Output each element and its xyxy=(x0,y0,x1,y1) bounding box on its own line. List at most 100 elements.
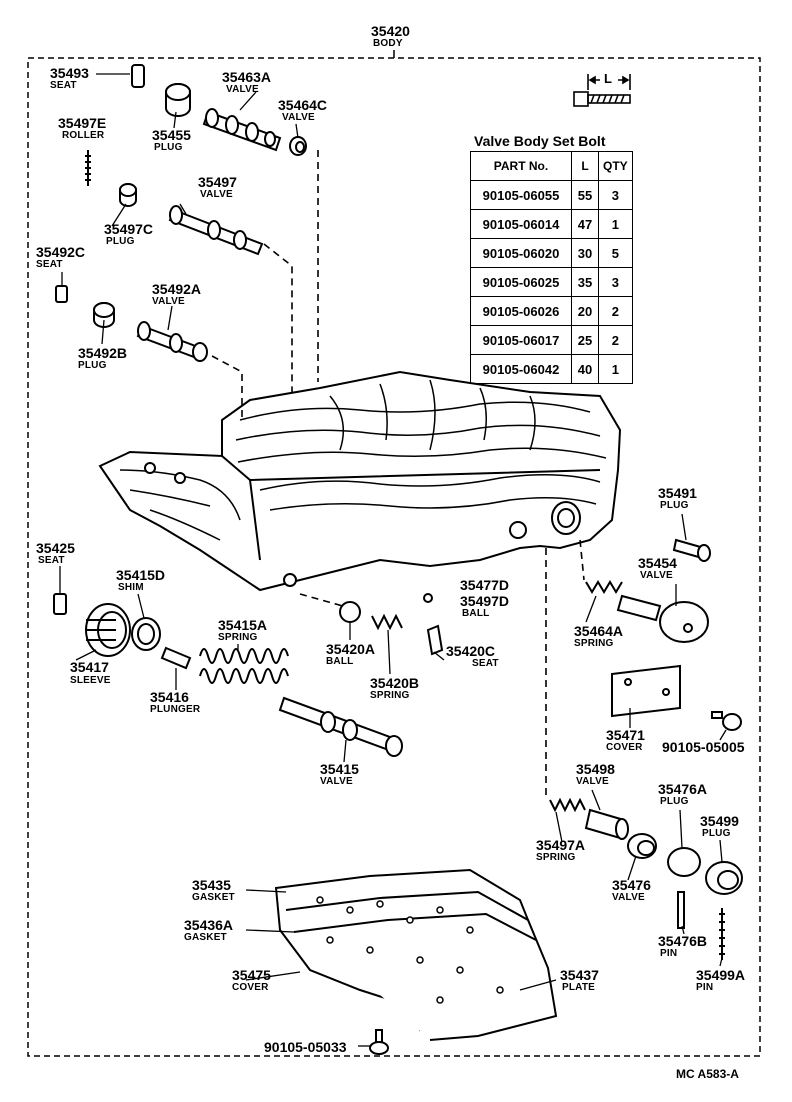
cell-part-no: 90105-06014 xyxy=(470,209,572,239)
label-35471: 35471 xyxy=(606,727,645,743)
label-35420B-name: SPRING xyxy=(370,690,410,701)
cell-part-no: 90105-06025 xyxy=(470,267,572,297)
cell-l: 47 xyxy=(571,209,599,239)
label-35435-name: GASKET xyxy=(192,892,235,903)
label-35416: 35416 xyxy=(150,689,189,705)
cell-part-no: 90105-06017 xyxy=(470,325,572,355)
label-35477D: 35477D xyxy=(460,577,510,593)
label-35425-name: SEAT xyxy=(38,555,65,566)
footer-code: MC A583-A xyxy=(676,1067,739,1081)
part-35476B-pin xyxy=(677,891,685,929)
part-35499A-pin xyxy=(719,908,725,960)
part-35415D-shim xyxy=(131,617,161,651)
part-35416-plunger xyxy=(160,646,192,670)
label-35476: 35476 xyxy=(612,877,651,893)
valve-body-passages xyxy=(119,379,607,541)
label-35420A: 35420A xyxy=(326,641,376,657)
cell-qty: 2 xyxy=(598,296,633,326)
label-35455-name: PLUG xyxy=(154,142,183,153)
part-35497C-plug xyxy=(119,183,137,207)
label-35497E-name: ROLLER xyxy=(62,130,105,141)
label-35437-name: PLATE xyxy=(562,982,596,993)
cell-qty: 3 xyxy=(598,267,633,297)
cell-qty: 5 xyxy=(598,238,633,268)
part-35491-plug xyxy=(672,538,711,562)
cell-part-no: 90105-06026 xyxy=(470,296,572,326)
label-35455: 35455 xyxy=(152,127,191,143)
plate-stack xyxy=(274,868,558,1041)
label-35476-name: VALVE xyxy=(612,892,645,903)
label-35499A: 35499A xyxy=(696,967,746,983)
part-35463A-valve xyxy=(202,108,282,152)
label-35437: 35437 xyxy=(560,967,599,983)
part-90105-05033-bolt xyxy=(369,1029,389,1055)
cell-part-no: 90105-06042 xyxy=(470,354,572,384)
label-35415-name: VALVE xyxy=(320,776,353,787)
table-header-row: PART No. L QTY xyxy=(470,151,633,181)
label-35417-name: SLEEVE xyxy=(70,675,111,686)
label-35493: 35493 xyxy=(50,65,89,81)
label-35415D: 35415D xyxy=(116,567,166,583)
part-35464C-valve xyxy=(289,136,307,156)
label-35497A: 35497A xyxy=(536,837,586,853)
label-35475-name: COVER xyxy=(232,982,269,993)
title-number: 35420 xyxy=(371,23,410,39)
label-90105-05033: 90105-05033 xyxy=(264,1039,347,1055)
label-35415D-name: SHIM xyxy=(118,582,144,593)
part-90105-05005-bolt xyxy=(711,711,742,731)
label-35454-name: VALVE xyxy=(640,570,673,581)
part-35492B-plug xyxy=(93,302,115,328)
label-35497D-name: BALL xyxy=(462,608,490,619)
label-35475: 35475 xyxy=(232,967,271,983)
header-l: L xyxy=(571,151,599,181)
label-35464A-name: SPRING xyxy=(574,638,614,649)
part-35476-valve xyxy=(627,833,657,859)
label-35420C: 35420C xyxy=(446,643,496,659)
part-35497A-spring xyxy=(549,797,586,813)
label-35471-name: COVER xyxy=(606,742,643,753)
bolt-icon xyxy=(573,74,631,107)
label-35454: 35454 xyxy=(638,555,677,571)
label-35463A-name: VALVE xyxy=(226,84,259,95)
label-35491: 35491 xyxy=(658,485,697,501)
label-35476B: 35476B xyxy=(658,933,708,949)
label-35498-name: VALVE xyxy=(576,776,609,787)
label-35492C: 35492C xyxy=(36,244,86,260)
label-35464A: 35464A xyxy=(574,623,624,639)
cell-part-no: 90105-06055 xyxy=(470,180,572,210)
plate-holes xyxy=(316,896,504,1004)
label-35497C-name: PLUG xyxy=(106,236,135,247)
boundary-box xyxy=(27,57,761,1057)
title-name: BODY xyxy=(373,38,403,49)
label-35416-name: PLUNGER xyxy=(150,704,201,715)
part-35454-valve xyxy=(616,594,709,643)
label-35415: 35415 xyxy=(320,761,359,777)
part-35492C-seat xyxy=(55,285,68,303)
part-35417-sleeve xyxy=(85,603,131,657)
label-35464C: 35464C xyxy=(278,97,328,113)
part-35499-plug xyxy=(705,861,743,895)
label-35436A: 35436A xyxy=(184,917,234,933)
label-35415A: 35415A xyxy=(218,617,268,633)
label-35436A-name: GASKET xyxy=(184,932,227,943)
label-35497E: 35497E xyxy=(58,115,107,131)
label-35476A: 35476A xyxy=(658,781,708,797)
cell-qty: 2 xyxy=(598,325,633,355)
label-35497D: 35497D xyxy=(460,593,510,609)
cell-l: 55 xyxy=(571,180,599,210)
valve-body-bores xyxy=(144,462,581,587)
label-35476B-name: PIN xyxy=(660,948,678,959)
table-title: Valve Body Set Bolt xyxy=(474,133,606,149)
label-35492B-name: PLUG xyxy=(78,360,107,371)
label-35499-name: PLUG xyxy=(702,828,731,839)
part-35425-seat xyxy=(53,593,67,615)
header-qty: QTY xyxy=(598,151,633,181)
header-part-no: PART No. xyxy=(470,151,572,181)
